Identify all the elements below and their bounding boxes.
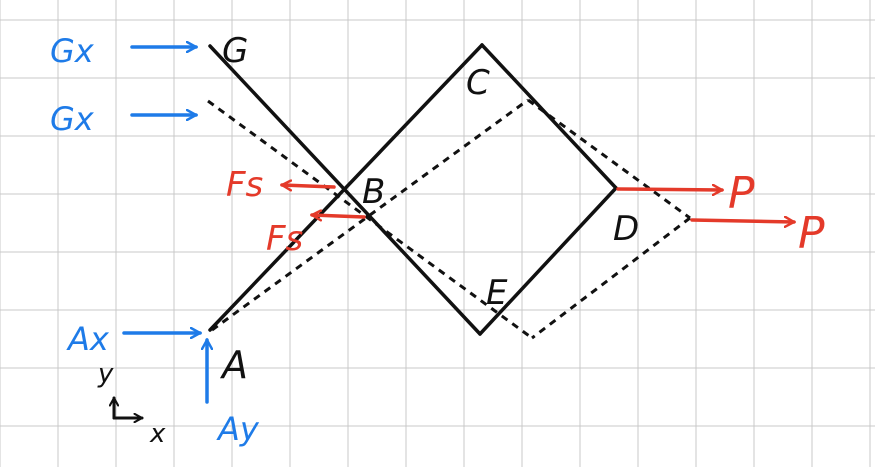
label-gx-bottom: Gx xyxy=(50,100,95,138)
label-p-upper: P xyxy=(728,168,755,219)
label-d: D xyxy=(613,209,639,249)
label-axis-y: y xyxy=(97,359,114,389)
label-b: B xyxy=(362,172,385,212)
axis-indicator xyxy=(114,398,142,418)
label-g: G xyxy=(222,31,248,71)
label-p-lower: P xyxy=(798,208,825,259)
label-ax: Ax xyxy=(66,320,110,358)
label-fs-upper: Fs xyxy=(226,165,263,205)
label-fs-lower: Fs xyxy=(266,219,303,259)
p-arrow-upper xyxy=(616,189,722,190)
fs-arrow-lower xyxy=(312,215,366,217)
label-a: A xyxy=(219,343,248,387)
member-d-to-e xyxy=(478,186,618,336)
label-ay: Ay xyxy=(216,410,260,448)
dashed-member-g-to-e xyxy=(207,99,533,340)
fs-arrow-upper xyxy=(282,185,336,187)
label-axis-x: x xyxy=(149,419,166,449)
frame-solid xyxy=(208,43,618,336)
label-e: E xyxy=(486,273,508,313)
label-gx-top: Gx xyxy=(50,32,95,70)
dashed-member-c-to-d xyxy=(527,98,691,220)
frame-dashed xyxy=(207,98,691,340)
p-arrow-lower xyxy=(690,220,794,222)
force-arrows xyxy=(282,185,794,222)
dashed-member-d-to-e xyxy=(531,216,691,340)
reaction-arrows xyxy=(122,47,207,404)
dashed-member-a-to-c xyxy=(211,98,529,332)
label-c: C xyxy=(466,63,490,103)
member-a-to-c xyxy=(208,43,484,332)
